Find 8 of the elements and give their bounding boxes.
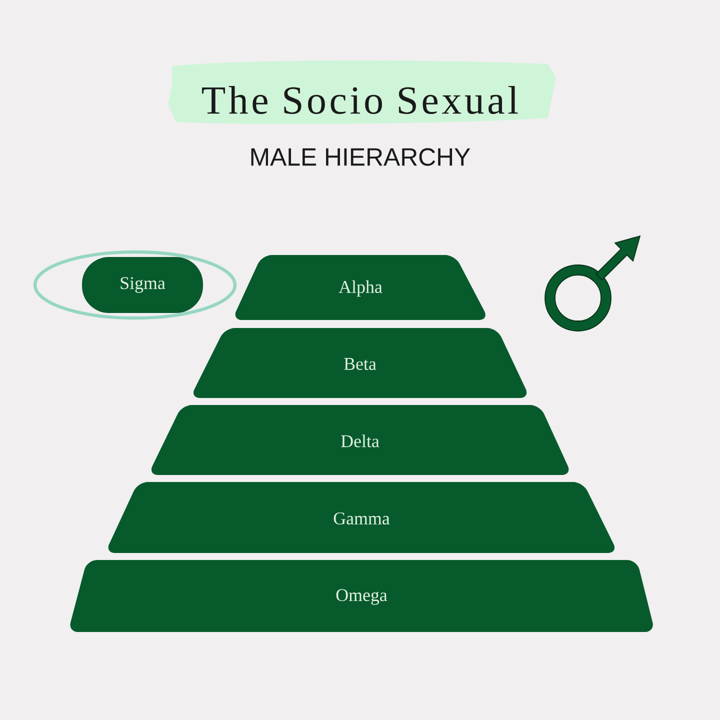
pyramid-tier: Delta <box>151 405 569 475</box>
pill-label: Sigma <box>82 257 203 313</box>
pyramid-tier: Beta <box>194 328 527 398</box>
pyramid-tier: Gamma <box>108 482 615 553</box>
title: The Socio Sexual <box>202 86 518 114</box>
pyramid-tier: Alpha <box>235 255 486 320</box>
pyramid-tier: Omega <box>70 560 653 632</box>
subtitle: MALE HIERARCHY <box>251 148 470 166</box>
